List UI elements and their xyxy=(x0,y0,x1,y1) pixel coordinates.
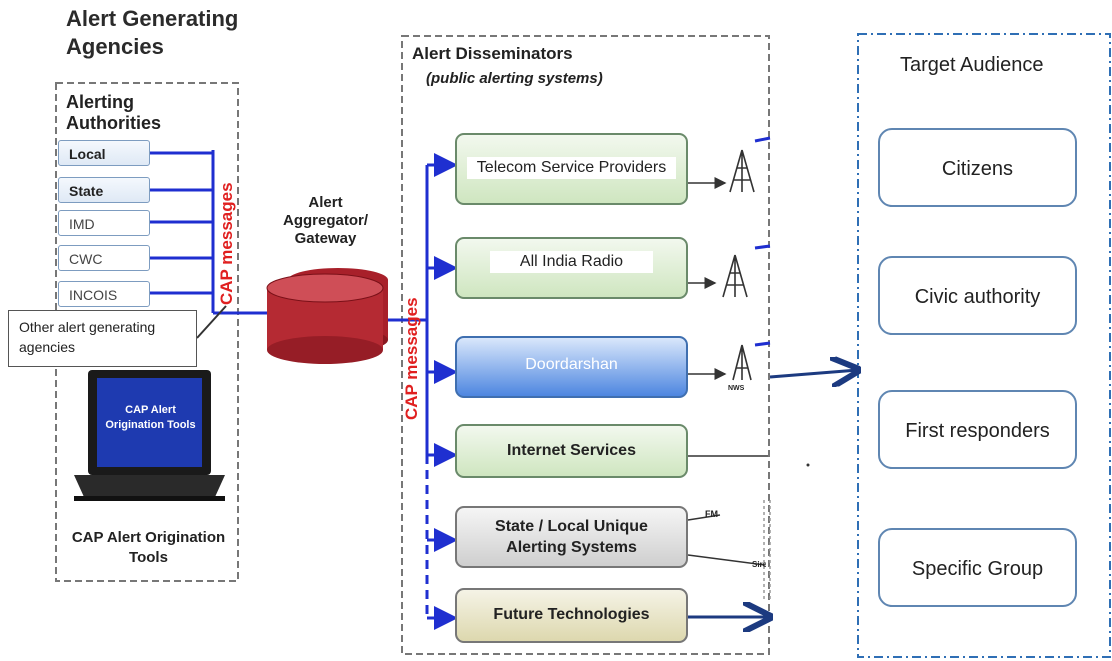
audience-specific-group: Specific Group xyxy=(878,528,1077,607)
disseminator-internet: Internet Services xyxy=(455,424,688,478)
disseminator-future: Future Technologies xyxy=(455,588,688,643)
fm-label: FM xyxy=(705,509,718,519)
authority-cwc: CWC xyxy=(58,245,150,271)
alerting-authorities-title: Alerting Authorities xyxy=(66,92,162,133)
origination-tools-caption: CAP Alert Origination Tools xyxy=(71,529,226,566)
cap-messages-label-right: CAP messages xyxy=(402,297,421,420)
disseminator-doordarshan-label: Doordarshan xyxy=(525,356,618,373)
alert-generating-agencies-title: Alert Generating Agencies xyxy=(66,6,239,59)
disseminator-air-label: All India Radio xyxy=(489,251,654,273)
authority-local: Local xyxy=(58,140,150,166)
authority-imd: IMD xyxy=(58,210,150,236)
laptop-screen-text: CAP Alert Origination Tools xyxy=(105,404,196,431)
aggregator-label: Alert Aggregator/ Gateway xyxy=(282,194,368,247)
disseminator-future-label: Future Technologies xyxy=(493,606,650,623)
disseminators-title: Alert Disseminators xyxy=(412,44,573,63)
disseminator-state-local: State / Local Unique Alerting Systems xyxy=(455,506,688,568)
target-audience-title: Target Audience xyxy=(900,54,1044,76)
disseminator-doordarshan: Doordarshan xyxy=(455,336,688,398)
cap-messages-label-left: CAP messages xyxy=(217,182,236,305)
disseminators-subtitle: (public alerting systems) xyxy=(426,70,603,87)
disseminator-telecom: Telecom Service Providers xyxy=(455,133,688,205)
other-agencies-box: Other alert generating agencies xyxy=(8,310,197,367)
sire-label: Sire xyxy=(752,560,766,569)
audience-civic-authority: Civic authority xyxy=(878,256,1077,335)
tower-icons xyxy=(722,149,755,381)
aggregator-cylinders xyxy=(266,268,388,364)
disseminator-air: All India Radio xyxy=(455,237,688,299)
audience-citizens: Citizens xyxy=(878,128,1077,207)
disseminator-internet-label: Internet Services xyxy=(507,442,636,459)
authority-incois: INCOIS xyxy=(58,281,150,307)
disseminator-telecom-label: Telecom Service Providers xyxy=(466,157,677,179)
audience-first-responders: First responders xyxy=(878,390,1077,469)
nws-label: NWS xyxy=(728,385,745,392)
laptop-graphic xyxy=(74,370,225,501)
disseminator-state-local-label: State / Local Unique Alerting Systems xyxy=(495,518,648,556)
authority-state: State xyxy=(58,177,150,203)
